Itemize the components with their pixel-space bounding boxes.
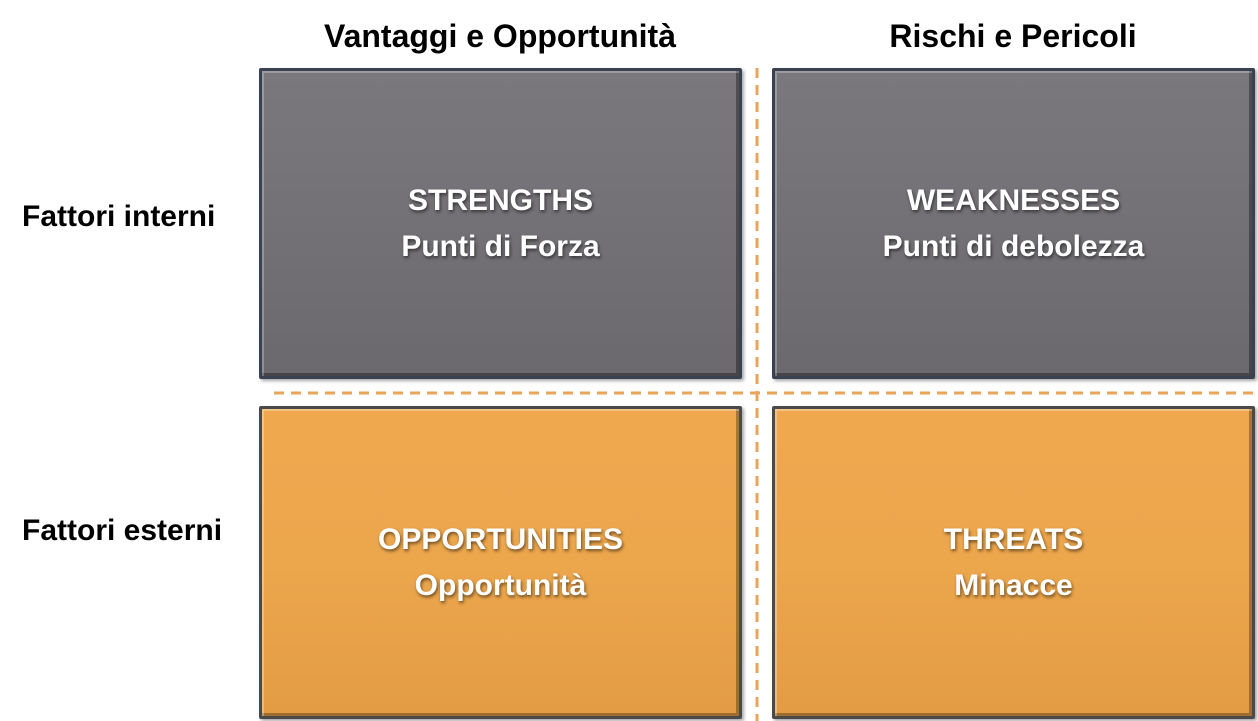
weaknesses-subtitle: Punti di debolezza [882, 229, 1145, 263]
row-header-internal: Fattori interni [22, 200, 216, 233]
opportunities-title: OPPORTUNITIES [377, 522, 624, 556]
weaknesses-title: WEAKNESSES [906, 183, 1121, 217]
column-header-risks: Rischi e Pericoli [889, 18, 1137, 54]
column-header-advantages: Vantaggi e Opportunità [323, 18, 676, 54]
threats-title: THREATS [943, 522, 1084, 556]
row-header-external: Fattori esterni [22, 514, 223, 547]
quadrant-weaknesses: WEAKNESSES Punti di debolezza [772, 68, 1255, 379]
threats-subtitle: Minacce [954, 568, 1073, 602]
quadrant-strengths: STRENGTHS Punti di Forza [259, 68, 742, 379]
quadrant-opportunities: OPPORTUNITIES Opportunità [259, 406, 742, 719]
opportunities-subtitle: Opportunità [414, 568, 587, 602]
strengths-title: STRENGTHS [407, 183, 593, 217]
strengths-subtitle: Punti di Forza [401, 229, 600, 263]
quadrant-threats: THREATS Minacce [772, 406, 1255, 719]
